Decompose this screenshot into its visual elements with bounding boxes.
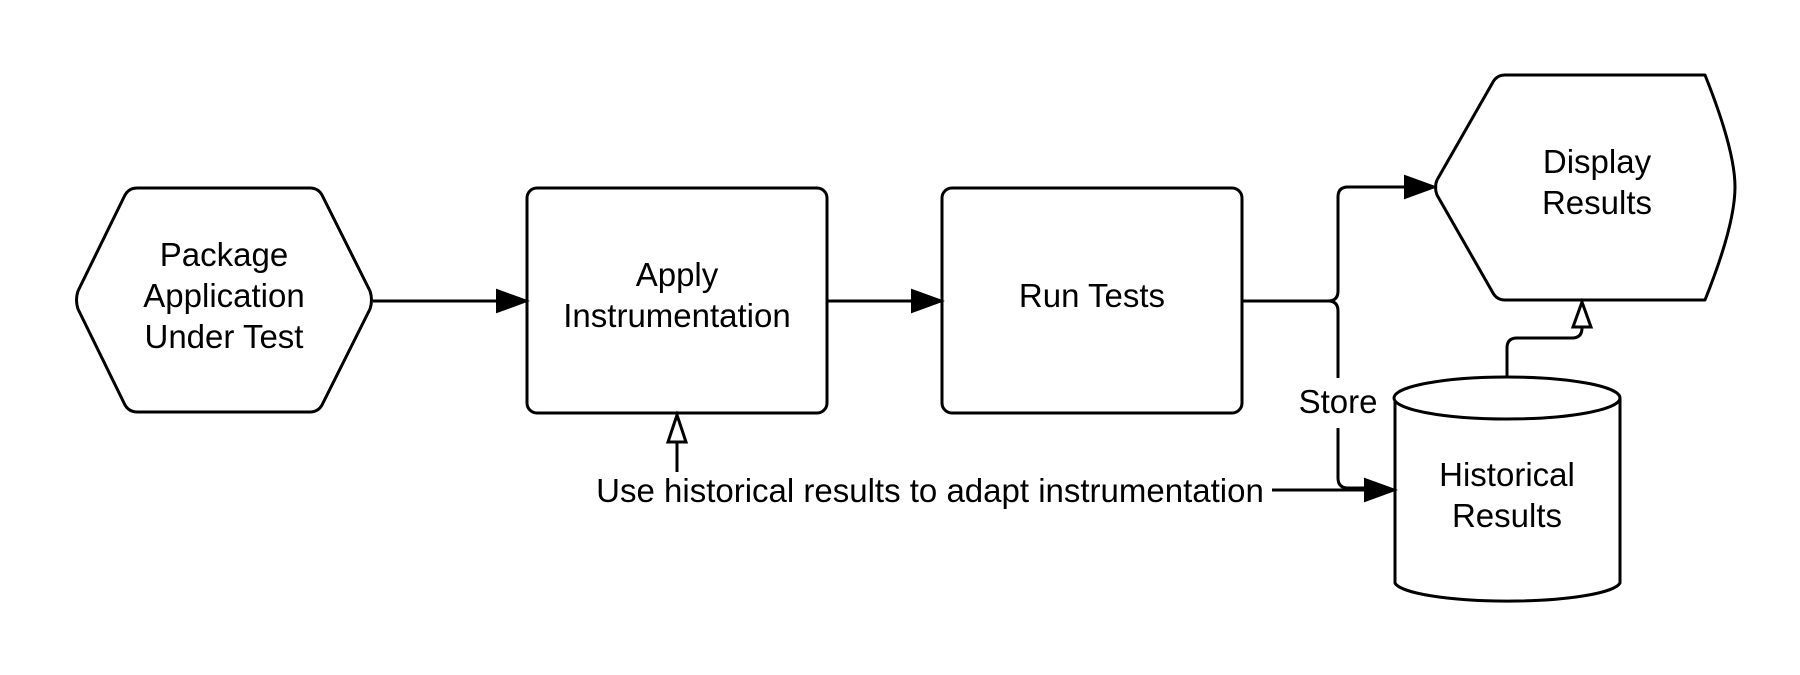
open-arrowhead	[1570, 297, 1594, 329]
edge-run-to-historical: Store	[1299, 299, 1398, 503]
package-line-2: Application	[143, 277, 304, 314]
package-application-node: Package Application Under Test	[75, 186, 373, 414]
run-tests-label: Run Tests	[1019, 277, 1165, 314]
arrowhead	[496, 288, 530, 314]
instrument-line-2: Instrumentation	[563, 297, 790, 334]
run-tests-node: Run Tests	[940, 186, 1244, 415]
edge-historical-to-display	[1505, 297, 1594, 377]
display-line-1: Display	[1543, 143, 1652, 180]
historical-results-node: Historical Results	[1392, 375, 1622, 603]
edge-historical-to-instrument: Use historical results to adapt instrume…	[596, 410, 1370, 509]
edge-run-to-display	[1242, 174, 1438, 303]
cylinder-top	[1392, 375, 1622, 421]
display-shape	[1434, 73, 1737, 302]
display-results-node: Display Results	[1434, 73, 1737, 302]
hexagon-shape	[75, 186, 373, 414]
edge-package-to-instrument	[373, 288, 530, 314]
package-line-3: Under Test	[145, 318, 304, 355]
historical-line-2: Results	[1452, 497, 1562, 534]
arrowhead	[911, 288, 945, 314]
adapt-edge-label: Use historical results to adapt instrume…	[596, 472, 1264, 509]
open-arrowhead	[665, 410, 689, 444]
instrument-line-1: Apply	[636, 256, 719, 293]
store-edge-label: Store	[1299, 383, 1378, 420]
arrowhead	[1404, 174, 1438, 200]
cylinder-body	[1393, 398, 1622, 603]
display-line-2: Results	[1542, 184, 1652, 221]
package-line-1: Package	[160, 236, 288, 273]
apply-instrumentation-node: Apply Instrumentation	[525, 186, 829, 415]
edge-instrument-to-run	[827, 288, 945, 314]
historical-line-1: Historical	[1439, 456, 1575, 493]
